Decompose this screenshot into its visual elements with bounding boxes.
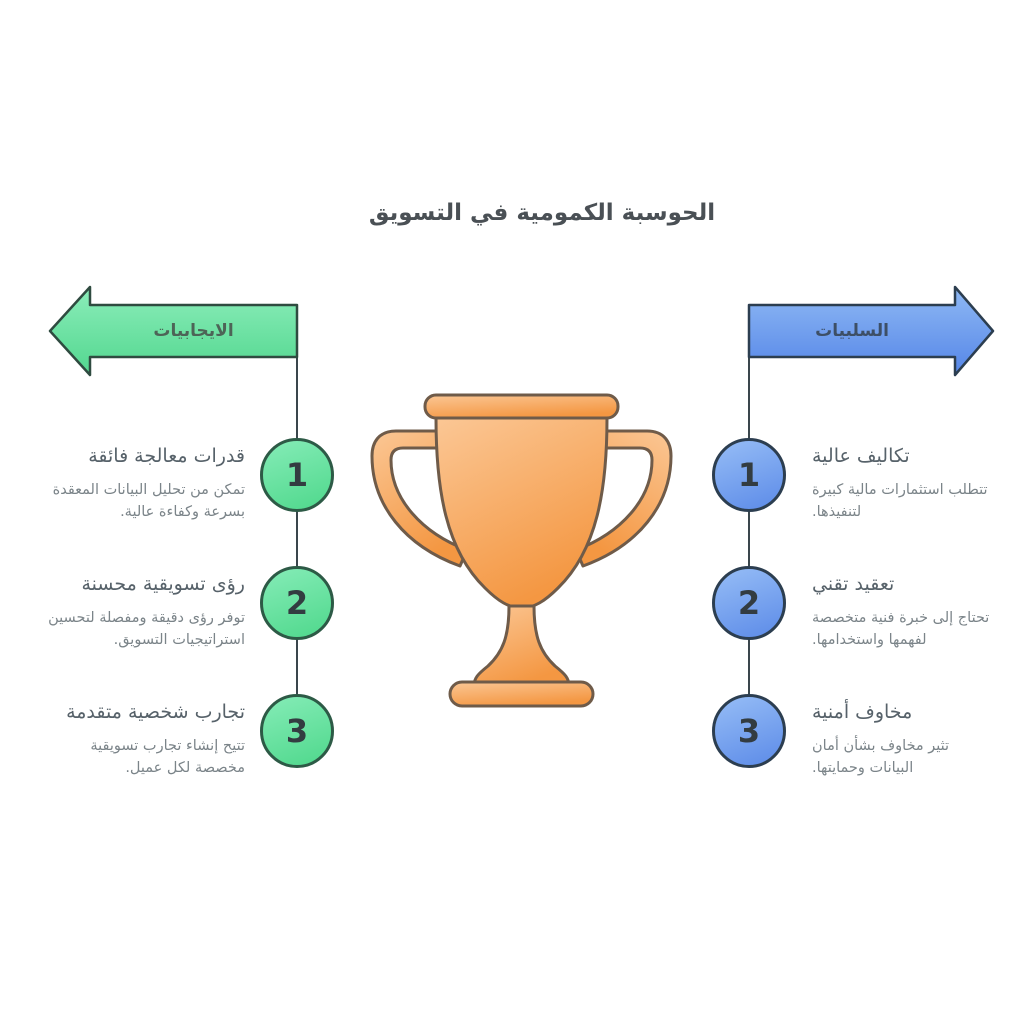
cons-item-3-heading: مخاوف أمنية bbox=[812, 701, 913, 723]
cons-item-2-heading: تعقيد تقني bbox=[812, 573, 895, 595]
pros-item-3-description: تتيح إنشاء تجارب تسويقية مخصصة لكل عميل. bbox=[90, 737, 245, 776]
pros-item-1-description: تمكن من تحليل البيانات المعقدة بسرعة وكف… bbox=[52, 481, 245, 520]
cons-item-3-description: تثير مخاوف بشأن أمان البيانات وحمايتها. bbox=[812, 737, 950, 776]
pros-item-2-heading: رؤى تسويقية محسنة bbox=[81, 573, 246, 595]
cons-step-1-badge: 1 bbox=[712, 438, 786, 512]
trophy-icon bbox=[370, 393, 673, 708]
pros-arrow bbox=[48, 285, 299, 377]
cons-item-1: تكاليف عالية تتطلب استثمارات مالية كبيرة… bbox=[812, 444, 990, 523]
cons-step-3-badge: 3 bbox=[712, 694, 786, 768]
cons-item-2: تعقيد تقني تحتاج إلى خبرة فنية متخصصة لف… bbox=[812, 572, 990, 651]
cons-step-2-number: 2 bbox=[737, 584, 761, 622]
pros-arrow-label: الايجابيات bbox=[153, 321, 234, 341]
pros-item-1-heading: قدرات معالجة فائقة bbox=[88, 445, 245, 467]
cons-step-3-number: 3 bbox=[737, 712, 761, 750]
cons-item-1-heading: تكاليف عالية bbox=[812, 445, 910, 467]
pros-item-3: تجارب شخصية متقدمة تتيح إنشاء تجارب تسوي… bbox=[45, 700, 245, 779]
pros-item-3-heading: تجارب شخصية متقدمة bbox=[66, 701, 245, 723]
pros-step-2-badge: 2 bbox=[260, 566, 334, 640]
pros-step-2-number: 2 bbox=[285, 584, 309, 622]
pros-item-2: رؤى تسويقية محسنة توفر رؤى دقيقة ومفصلة … bbox=[45, 572, 245, 651]
pros-step-3-number: 3 bbox=[285, 712, 309, 750]
pros-step-3-badge: 3 bbox=[260, 694, 334, 768]
cons-arrow-label: السلبيات bbox=[815, 321, 889, 341]
pros-step-1-number: 1 bbox=[285, 456, 309, 494]
cons-item-1-description: تتطلب استثمارات مالية كبيرة لتنفيذها. bbox=[812, 481, 988, 520]
page-title: الحوسبة الكمومية في التسويق bbox=[368, 200, 716, 226]
cons-item-2-description: تحتاج إلى خبرة فنية متخصصة لفهمها واستخد… bbox=[812, 609, 990, 648]
cons-step-1-number: 1 bbox=[737, 456, 761, 494]
pros-item-2-description: توفر رؤى دقيقة ومفصلة لتحسين استراتيجيات… bbox=[48, 609, 245, 648]
cons-item-3: مخاوف أمنية تثير مخاوف بشأن أمان البيانا… bbox=[812, 700, 990, 779]
cons-step-2-badge: 2 bbox=[712, 566, 786, 640]
pros-item-1: قدرات معالجة فائقة تمكن من تحليل البيانا… bbox=[45, 444, 245, 523]
cons-arrow bbox=[747, 285, 995, 377]
pros-step-1-badge: 1 bbox=[260, 438, 334, 512]
